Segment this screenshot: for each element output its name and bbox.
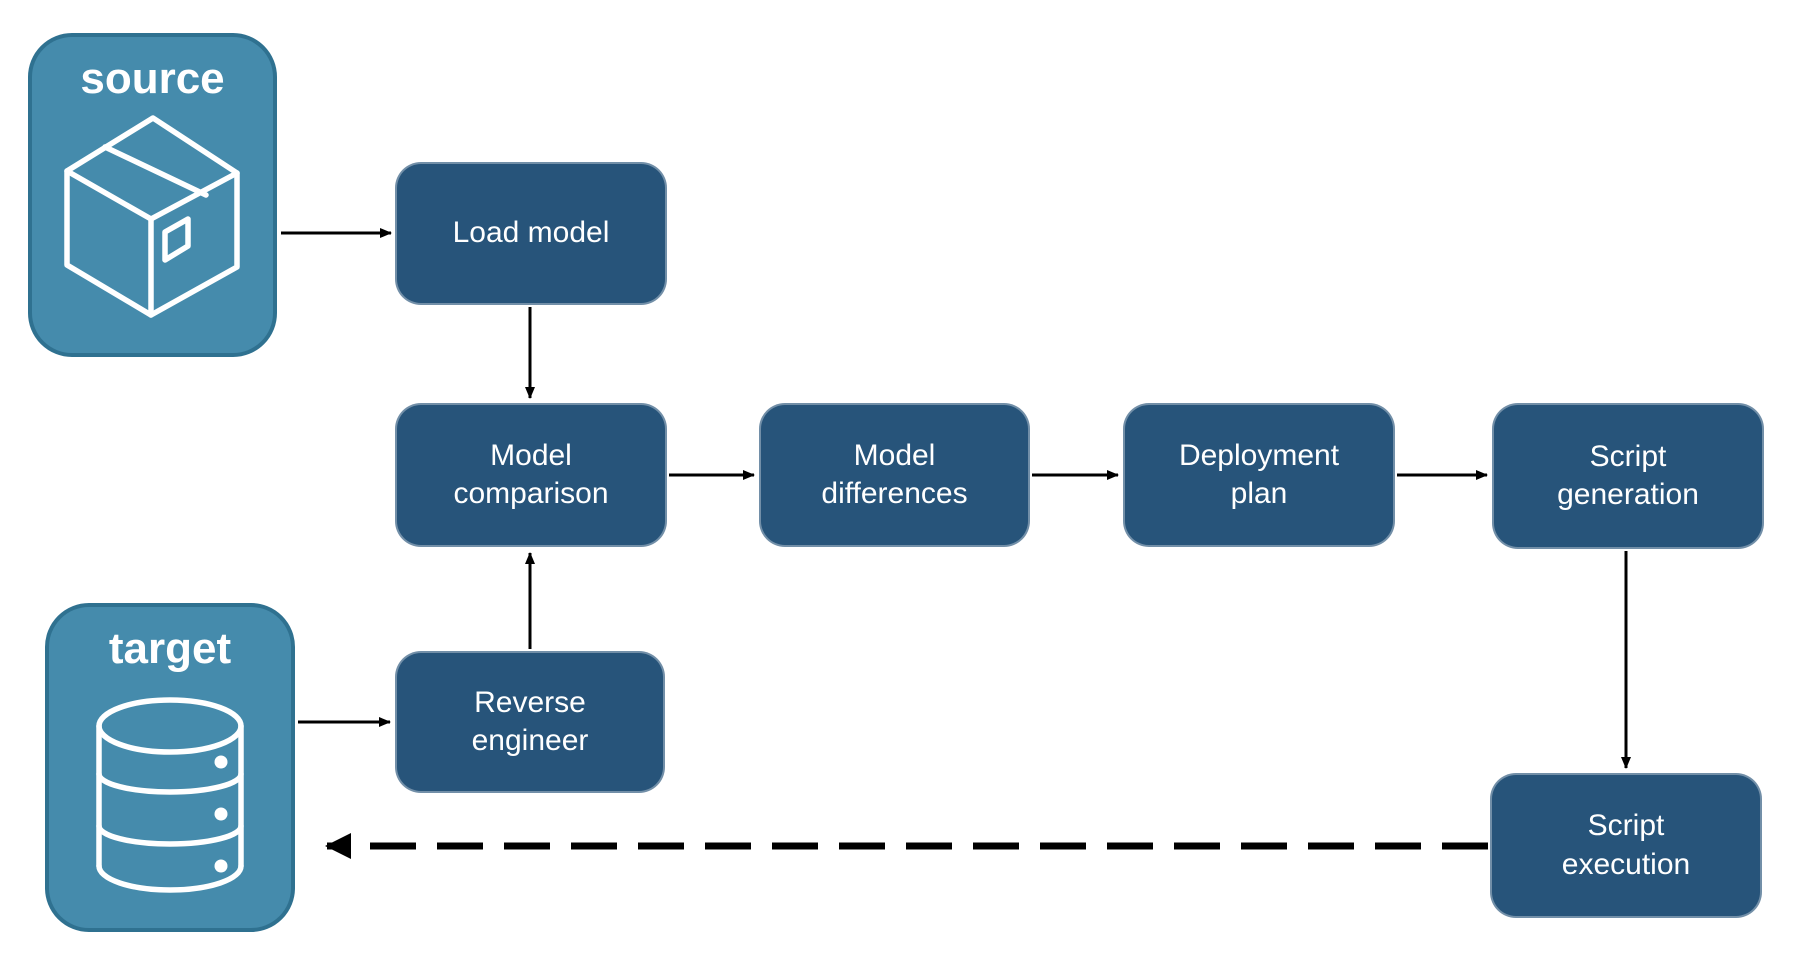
node-deployment-plan: Deployment plan [1123,403,1395,547]
node-script-generation: Script generation [1492,403,1764,549]
node-model-comparison: Model comparison [395,403,667,547]
database-icon [96,697,244,894]
node-label: Script execution [1561,809,1691,881]
endpoint-target: target [45,603,295,932]
node-label: Script generation [1557,439,1699,511]
target-label: target [108,624,232,673]
node-model-differences: Model differences [759,403,1030,547]
node-reverse-engineer: Reverse engineer [395,651,665,793]
source-label: source [80,54,225,103]
node-label: Load model [452,216,610,250]
node-load-model: Load model [395,162,667,305]
node-label: Deployment plan [1178,438,1340,510]
node-script-execution: Script execution [1490,773,1762,918]
package-icon [63,115,240,319]
endpoint-source: source [28,33,277,357]
node-label: Model comparison [453,438,609,510]
node-label: Reverse engineer [471,685,589,757]
node-label: Model differences [821,438,968,510]
